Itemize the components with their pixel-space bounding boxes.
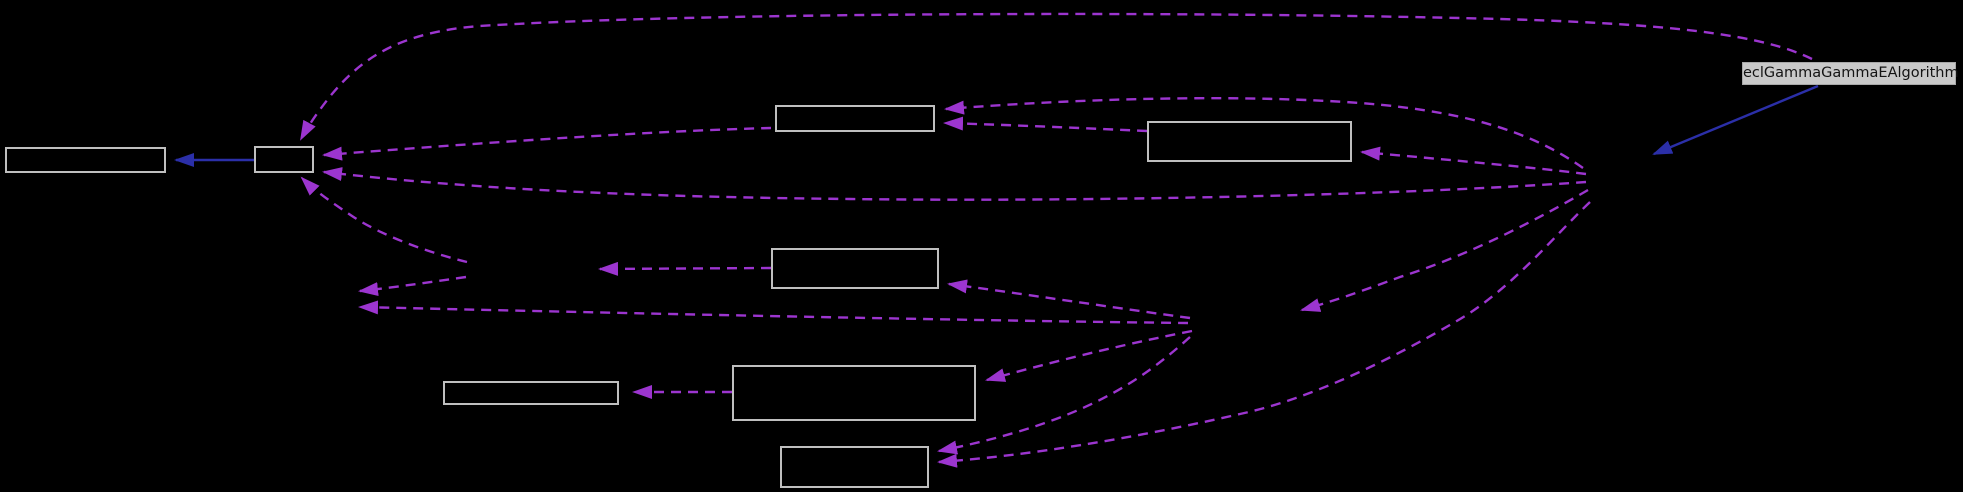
edge-usage-box3-to-box2 (322, 126, 772, 161)
edge-usage-b-to-box8-upper (937, 336, 1191, 455)
edge-usage-e-to-f (358, 275, 467, 297)
node-box-7[interactable] (732, 365, 976, 421)
node-box-3[interactable] (775, 105, 935, 132)
node-box-6[interactable] (443, 381, 619, 405)
edge-usage-b-to-f-long (358, 300, 1189, 325)
edge-usage-a-to-box8-lower (937, 201, 1591, 468)
node-box-5[interactable] (771, 248, 939, 289)
node-box-4[interactable] (1147, 121, 1352, 162)
edge-usage-top-arc (299, 12, 1813, 141)
node-label: eclGammaGammaEAlgorithm (1743, 65, 1959, 81)
edge-inherit-highlight-to-a (1652, 84, 1819, 156)
edge-usage-b-to-box5 (947, 279, 1191, 320)
edge-usage-a-to-box3 (944, 97, 1584, 169)
edge-usage-box4-to-box3 (943, 116, 1148, 133)
node-box-1[interactable] (5, 147, 166, 173)
edge-usage-b-to-box7 (985, 329, 1193, 382)
edge-usage-box5-to-e (598, 261, 772, 276)
node-box-2[interactable] (254, 146, 314, 173)
edge-usage-a-to-box2-long (322, 167, 1587, 201)
edge-usage-a-to-box4 (1360, 146, 1587, 176)
edge-usage-e-to-box2-bottom (300, 176, 468, 264)
node-box-8[interactable] (780, 446, 929, 488)
node-ecl-gamma-gamma-e-algorithm[interactable]: eclGammaGammaEAlgorithm (1742, 62, 1959, 85)
edge-usage-a-to-junction-b (1300, 188, 1589, 312)
